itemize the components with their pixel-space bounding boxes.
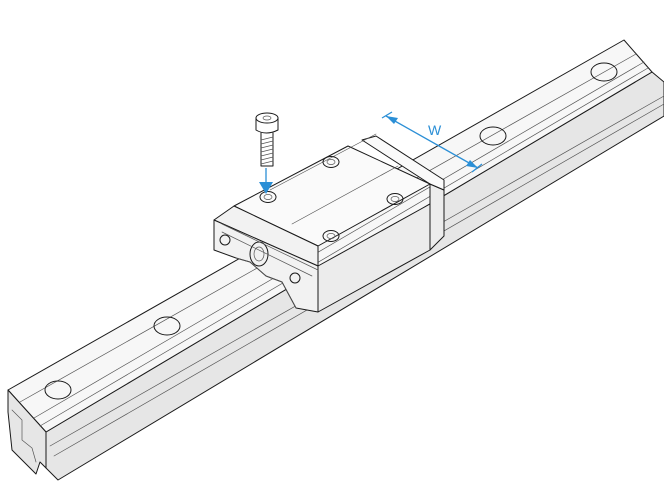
rail-hole-4 (590, 62, 618, 82)
dimension-label: W (428, 122, 442, 138)
insert-arrow (259, 168, 273, 194)
width-dimension: W (381, 111, 483, 173)
rail-hole-1 (44, 380, 72, 400)
block-hole-4 (322, 230, 340, 242)
block-hole-2 (386, 193, 404, 205)
block-hole-1 (322, 156, 340, 168)
rail-hole-3 (479, 126, 507, 146)
carriage-block (213, 133, 445, 313)
block-hole-3 (259, 191, 277, 203)
rail-hole-2 (153, 316, 181, 336)
mounting-screw (255, 112, 279, 167)
